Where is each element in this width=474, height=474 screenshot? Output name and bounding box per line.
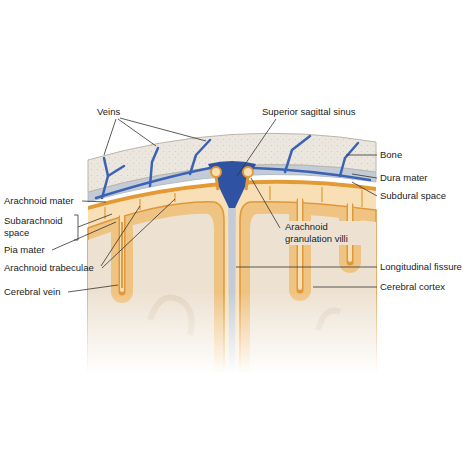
leader-line [251, 178, 280, 228]
leader-line [68, 285, 118, 292]
brain-and-meninges [0, 133, 474, 474]
part-label: Arachnoid trabeculae [4, 262, 94, 274]
trabecula [139, 199, 140, 210]
bracket [74, 215, 78, 240]
part-label: Arachnoid granulation villi [283, 221, 369, 245]
granulation-stem [246, 176, 248, 190]
part-label: Longitudinal fissure [380, 261, 462, 273]
part-label: Pia mater [4, 244, 45, 256]
part-label: Cerebral cortex [380, 281, 445, 293]
leader-line [52, 222, 116, 250]
part-label: Superior sagittal sinus [262, 106, 355, 118]
part-label: Dura mater [380, 172, 428, 184]
leader-line [237, 119, 276, 176]
sulcus-space [120, 214, 124, 290]
leader-line [346, 155, 377, 156]
leader-line [102, 199, 175, 268]
sulci [122, 198, 350, 292]
bottom-fade [0, 292, 474, 374]
bottom-ground [0, 372, 474, 474]
part-label: Subarachnoid space [4, 215, 74, 239]
part-label: Subdural space [380, 190, 446, 202]
leader-line [352, 182, 377, 196]
veins [96, 136, 370, 198]
part-label: Arachnoid mater [4, 195, 74, 207]
arachnoid-granulations [211, 167, 253, 190]
leader-lines [52, 118, 377, 292]
leader-line [78, 214, 112, 227]
leader-line [82, 201, 106, 202]
leader-line [313, 287, 377, 288]
trabecula [269, 186, 270, 200]
emissary-vein [150, 148, 158, 186]
emissary-vein [102, 158, 108, 198]
granulation-stem [216, 176, 218, 190]
superior-sagittal-sinus [208, 161, 256, 208]
cerebral-vein [121, 222, 123, 288]
part-label: Cerebral vein [4, 286, 61, 298]
trabecula [321, 187, 322, 202]
emissary-vein [285, 136, 310, 172]
emissary-vein [108, 166, 124, 176]
leader-line [352, 174, 377, 178]
leader-line [104, 119, 116, 155]
granulation-villus [243, 167, 253, 177]
emissary-vein [340, 143, 358, 176]
emissary-vein [190, 140, 210, 174]
granulation-villus [211, 167, 221, 177]
leader-line [118, 119, 156, 146]
leader-line [120, 118, 206, 141]
part-label: Veins [97, 106, 120, 118]
leader-line [236, 267, 377, 268]
part-label: Bone [380, 149, 402, 161]
trabecula [361, 190, 362, 207]
pia-mater-fold [119, 218, 126, 292]
trabecula [174, 193, 175, 202]
leader-line [101, 206, 140, 266]
